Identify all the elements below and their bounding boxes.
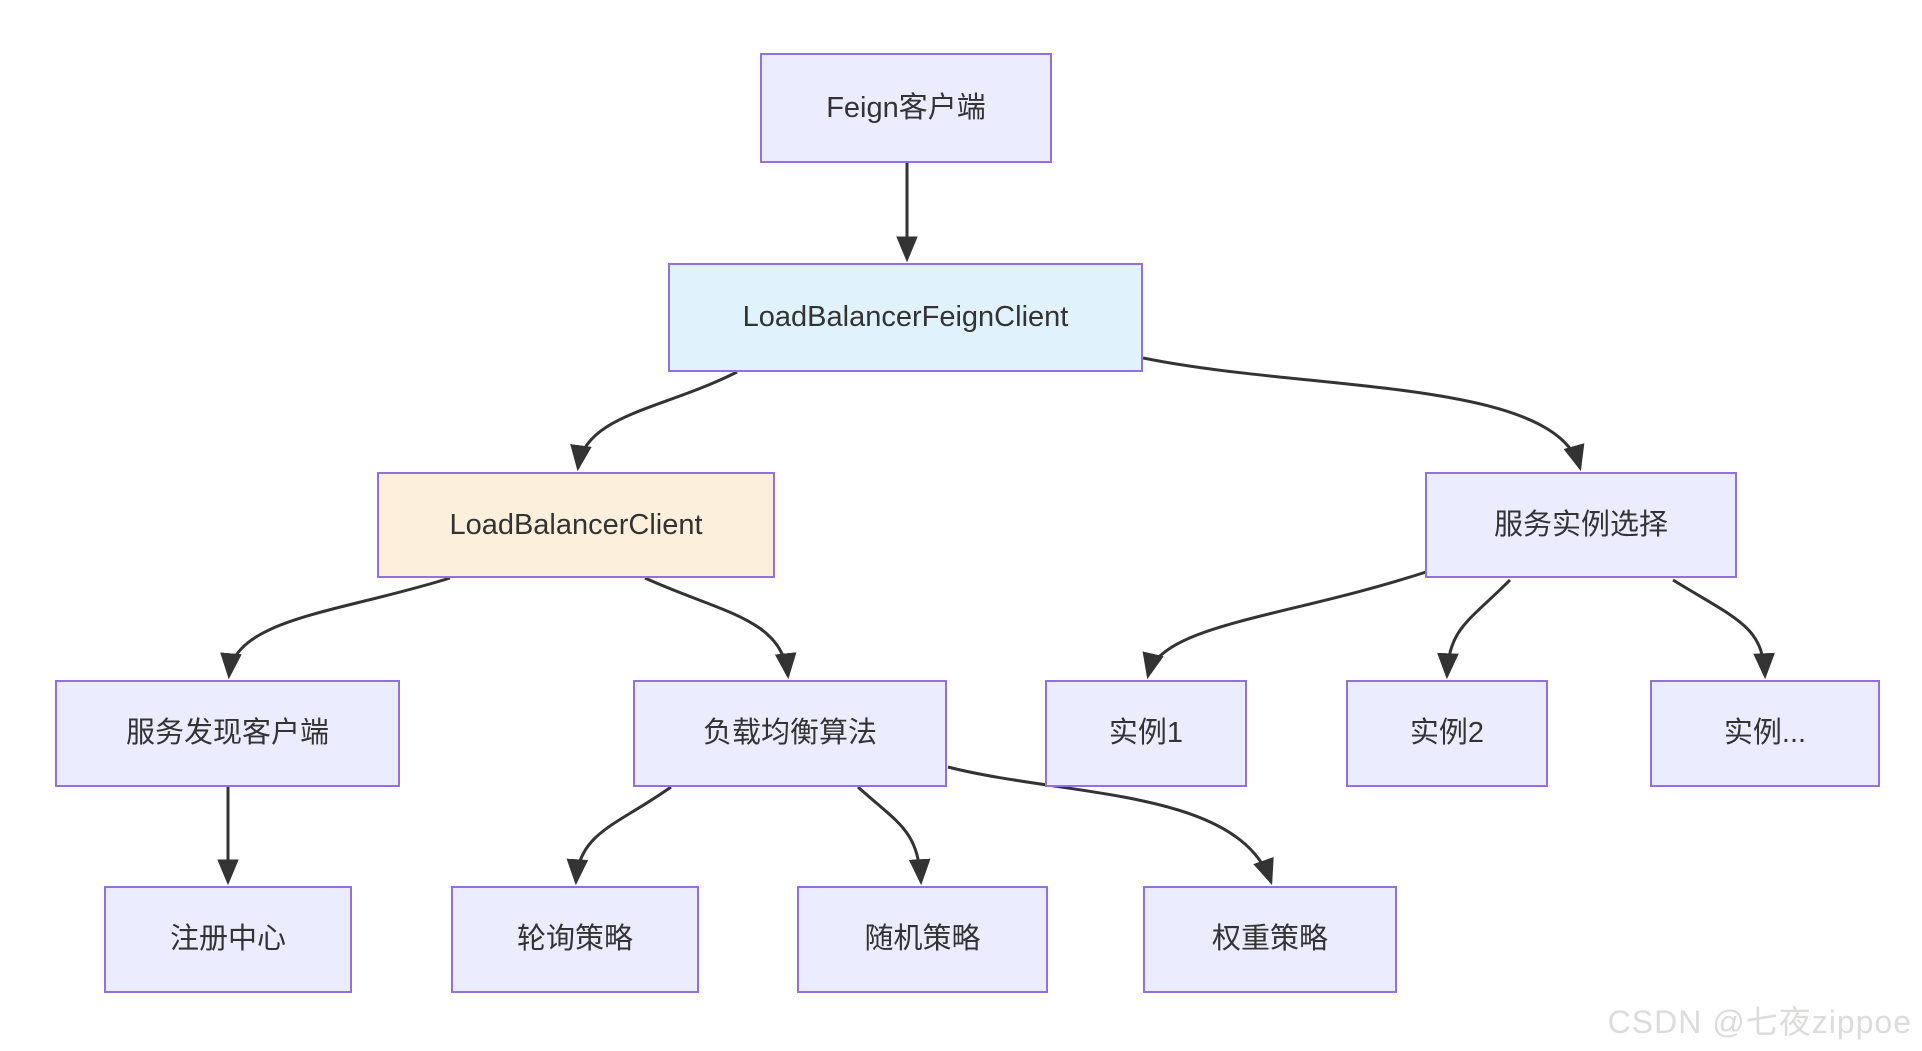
edge-instanceselect-to-instance1 bbox=[1142, 570, 1427, 680]
edge-algorithm-to-random bbox=[856, 785, 931, 886]
node-loadbalancer-feign-client: LoadBalancerFeignClient bbox=[668, 263, 1143, 372]
edge-algorithm-to-weight bbox=[947, 765, 1274, 886]
edge-lbclient-to-algorithm bbox=[644, 576, 797, 680]
node-round-robin-strategy: 轮询策略 bbox=[451, 886, 699, 993]
node-instance-more: 实例... bbox=[1650, 680, 1880, 787]
node-instance-1: 实例1 bbox=[1045, 680, 1247, 787]
node-weight-strategy: 权重策略 bbox=[1143, 886, 1397, 993]
node-loadbalancer-algorithm: 负载均衡算法 bbox=[633, 680, 947, 787]
node-service-instance-select: 服务实例选择 bbox=[1425, 472, 1737, 578]
edge-lbclient-to-discovery bbox=[220, 576, 451, 680]
node-service-discovery-client: 服务发现客户端 bbox=[55, 680, 400, 787]
edge-instanceselect-to-instance2 bbox=[1437, 578, 1512, 680]
edge-lbfeignclient-to-instanceselect bbox=[1142, 356, 1585, 472]
edge-algorithm-to-roundrobin bbox=[566, 785, 672, 886]
node-registry-center: 注册中心 bbox=[104, 886, 352, 993]
node-feign-client: Feign客户端 bbox=[760, 53, 1052, 163]
edge-instanceselect-to-instancemore bbox=[1672, 578, 1775, 680]
node-instance-2: 实例2 bbox=[1346, 680, 1548, 787]
node-loadbalancer-client: LoadBalancerClient bbox=[377, 472, 775, 578]
node-random-strategy: 随机策略 bbox=[797, 886, 1048, 993]
edge-lbfeignclient-to-lbclient bbox=[570, 370, 738, 472]
csdn-watermark: CSDN @七夜zippoe bbox=[1607, 1004, 1912, 1040]
